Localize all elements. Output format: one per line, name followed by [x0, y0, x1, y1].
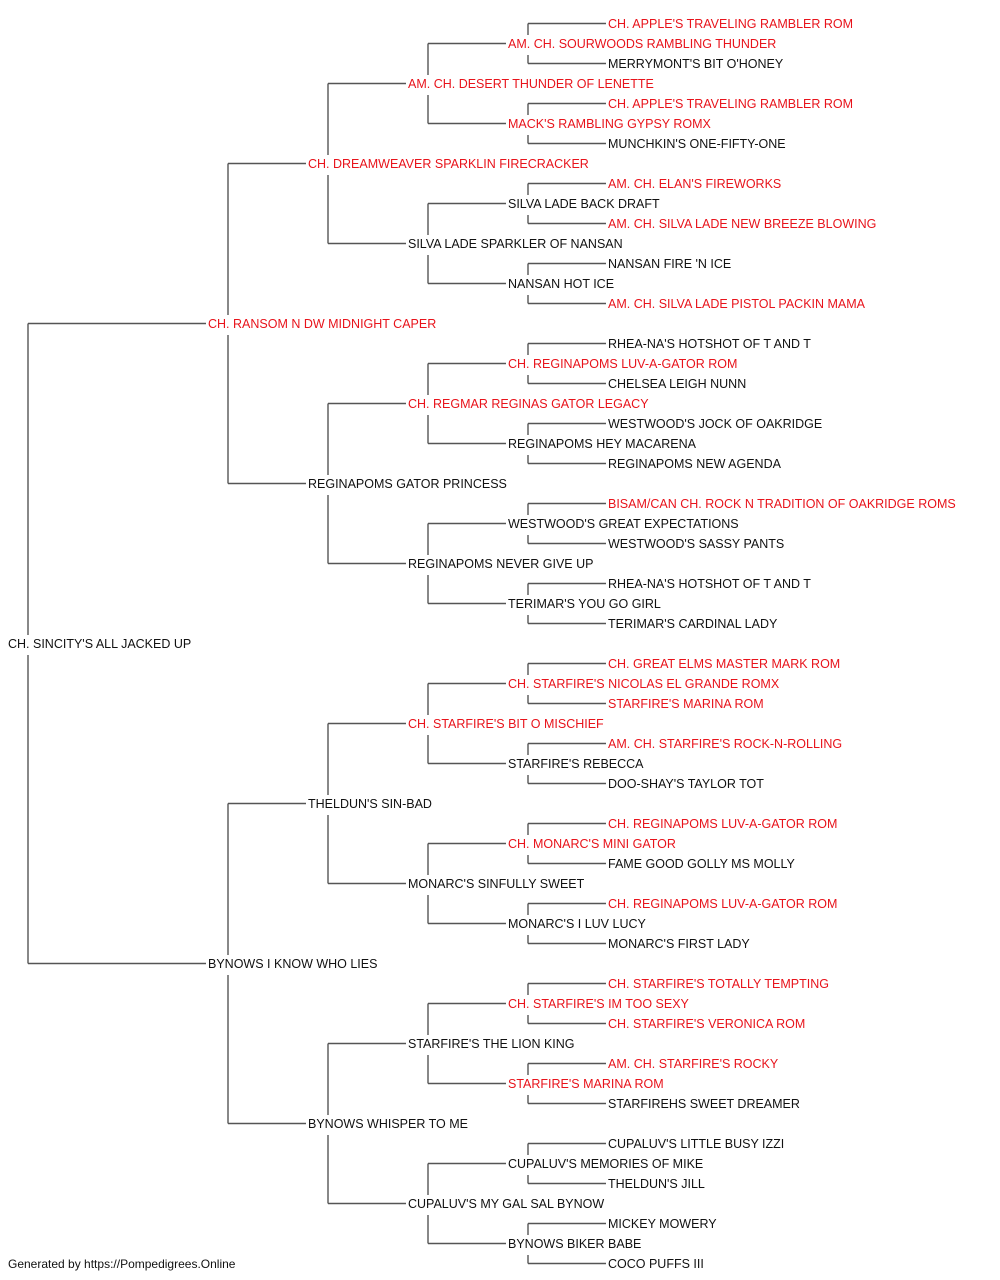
ancestor-name: CH. STARFIRE'S IM TOO SEXY: [508, 997, 689, 1011]
ancestor-name: STARFIRE'S REBECCA: [508, 757, 644, 771]
ancestor-name: REGINAPOMS NEVER GIVE UP: [408, 557, 594, 571]
ancestor-name: NANSAN HOT ICE: [508, 277, 615, 291]
ancestor-name: COCO PUFFS III: [608, 1257, 704, 1271]
ancestor-name: CHELSEA LEIGH NUNN: [608, 377, 747, 391]
ancestor-name: CUPALUV'S LITTLE BUSY IZZI: [608, 1137, 785, 1151]
ancestor-name: CH. DREAMWEAVER SPARKLIN FIRECRACKER: [308, 157, 589, 171]
ancestor-name: CH. REGINAPOMS LUV-A-GATOR ROM: [508, 357, 738, 371]
footer-credit: Generated by https://Pompedigrees.Online: [8, 1257, 236, 1271]
ancestor-name: REGINAPOMS HEY MACARENA: [508, 437, 697, 451]
ancestor-name: MACK'S RAMBLING GYPSY ROMX: [508, 117, 711, 131]
ancestor-name: CH. GREAT ELMS MASTER MARK ROM: [608, 657, 841, 671]
ancestor-name: STARFIRE'S MARINA ROM: [608, 697, 764, 711]
ancestor-name: SILVA LADE BACK DRAFT: [508, 197, 660, 211]
ancestor-name: CH. STARFIRE'S VERONICA ROM: [608, 1017, 806, 1031]
ancestor-name: CH. APPLE'S TRAVELING RAMBLER ROM: [608, 17, 854, 31]
ancestor-name: CH. RANSOM N DW MIDNIGHT CAPER: [208, 317, 437, 331]
ancestor-name: BYNOWS WHISPER TO ME: [308, 1117, 468, 1131]
ancestor-name: MICKEY MOWERY: [608, 1217, 717, 1231]
ancestor-name: MUNCHKIN'S ONE-FIFTY-ONE: [608, 137, 786, 151]
ancestor-name: TERIMAR'S YOU GO GIRL: [508, 597, 661, 611]
ancestor-name: THELDUN'S JILL: [608, 1177, 705, 1191]
ancestor-name: STARFIREHS SWEET DREAMER: [608, 1097, 800, 1111]
ancestor-name: BISAM/CAN CH. ROCK N TRADITION OF OAKRID…: [608, 497, 956, 511]
ancestor-name: CH. STARFIRE'S BIT O MISCHIEF: [408, 717, 604, 731]
ancestor-name: AM. CH. DESERT THUNDER OF LENETTE: [408, 77, 654, 91]
ancestor-name: CH. REGINAPOMS LUV-A-GATOR ROM: [608, 817, 838, 831]
ancestor-name: MONARC'S SINFULLY SWEET: [408, 877, 585, 891]
ancestor-name: AM. CH. ELAN'S FIREWORKS: [608, 177, 782, 191]
ancestor-name: STARFIRE'S MARINA ROM: [508, 1077, 664, 1091]
ancestor-name: CUPALUV'S MY GAL SAL BYNOW: [408, 1197, 605, 1211]
ancestor-name: RHEA-NA'S HOTSHOT OF T AND T: [608, 337, 811, 351]
ancestor-name: TERIMAR'S CARDINAL LADY: [608, 617, 778, 631]
ancestor-name: AM. CH. SOURWOODS RAMBLING THUNDER: [508, 37, 777, 51]
ancestor-name: REGINAPOMS GATOR PRINCESS: [308, 477, 507, 491]
ancestor-name: AM. CH. SILVA LADE PISTOL PACKIN MAMA: [608, 297, 866, 311]
ancestor-name: SILVA LADE SPARKLER OF NANSAN: [408, 237, 623, 251]
ancestor-name: FAME GOOD GOLLY MS MOLLY: [608, 857, 795, 871]
ancestor-name: CH. STARFIRE'S NICOLAS EL GRANDE ROMX: [508, 677, 780, 691]
ancestor-name: WESTWOOD'S GREAT EXPECTATIONS: [508, 517, 739, 531]
ancestor-name: WESTWOOD'S JOCK OF OAKRIDGE: [608, 417, 823, 431]
subject-dog: CH. SINCITY'S ALL JACKED UP: [8, 637, 192, 651]
ancestor-name: CH. MONARC'S MINI GATOR: [508, 837, 676, 851]
ancestor-name: AM. CH. STARFIRE'S ROCKY: [608, 1057, 779, 1071]
ancestor-name: CH. REGINAPOMS LUV-A-GATOR ROM: [608, 897, 838, 911]
ancestor-name: DOO-SHAY'S TAYLOR TOT: [608, 777, 764, 791]
ancestor-name: CUPALUV'S MEMORIES OF MIKE: [508, 1157, 704, 1171]
ancestor-name: AM. CH. STARFIRE'S ROCK-N-ROLLING: [608, 737, 843, 751]
ancestor-name: CH. APPLE'S TRAVELING RAMBLER ROM: [608, 97, 854, 111]
ancestor-name: CH. STARFIRE'S TOTALLY TEMPTING: [608, 977, 829, 991]
ancestor-name: RHEA-NA'S HOTSHOT OF T AND T: [608, 577, 811, 591]
ancestor-name: BYNOWS I KNOW WHO LIES: [208, 957, 378, 971]
ancestor-name: MONARC'S FIRST LADY: [608, 937, 750, 951]
ancestor-name: WESTWOOD'S SASSY PANTS: [608, 537, 785, 551]
ancestor-name: MONARC'S I LUV LUCY: [508, 917, 646, 931]
ancestor-name: NANSAN FIRE 'N ICE: [608, 257, 732, 271]
ancestor-name: REGINAPOMS NEW AGENDA: [608, 457, 781, 471]
ancestor-name: AM. CH. SILVA LADE NEW BREEZE BLOWING: [608, 217, 877, 231]
ancestor-name: BYNOWS BIKER BABE: [508, 1237, 642, 1251]
ancestor-name: CH. REGMAR REGINAS GATOR LEGACY: [408, 397, 649, 411]
ancestor-name: STARFIRE'S THE LION KING: [408, 1037, 575, 1051]
ancestor-name: MERRYMONT'S BIT O'HONEY: [608, 57, 784, 71]
ancestor-name: THELDUN'S SIN-BAD: [308, 797, 432, 811]
